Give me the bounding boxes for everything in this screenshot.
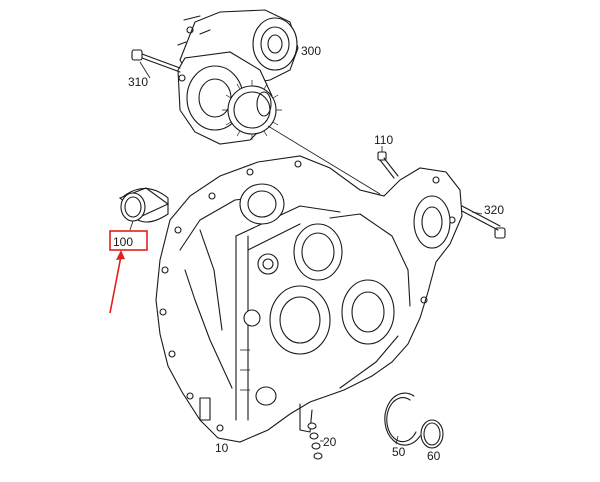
highlight-100 xyxy=(109,230,148,314)
part-310-bolt xyxy=(131,49,181,79)
part-320-bolt xyxy=(459,205,506,239)
callout-310: 310 xyxy=(128,75,148,89)
part-50-snap-ring xyxy=(384,392,421,446)
callout-50: 50 xyxy=(392,445,406,459)
part-300-gear-assembly xyxy=(177,9,299,145)
callout-20: 20 xyxy=(323,435,337,449)
part-100-sleeve xyxy=(118,187,170,231)
highlight-box xyxy=(109,230,148,251)
part-20-fasteners xyxy=(307,422,324,460)
callout-320: 320 xyxy=(484,203,504,217)
part-10-housing xyxy=(155,155,463,443)
callout-100: 100 xyxy=(113,235,133,249)
callout-10: 10 xyxy=(215,441,229,455)
callout-300: 300 xyxy=(301,44,321,58)
highlight-arrowhead xyxy=(116,250,125,260)
callout-110: 110 xyxy=(374,133,393,147)
part-60-snap-ring xyxy=(420,419,444,449)
part-110-bolt xyxy=(377,146,399,179)
highlight-arrow xyxy=(109,255,122,314)
callout-60: 60 xyxy=(427,449,441,463)
